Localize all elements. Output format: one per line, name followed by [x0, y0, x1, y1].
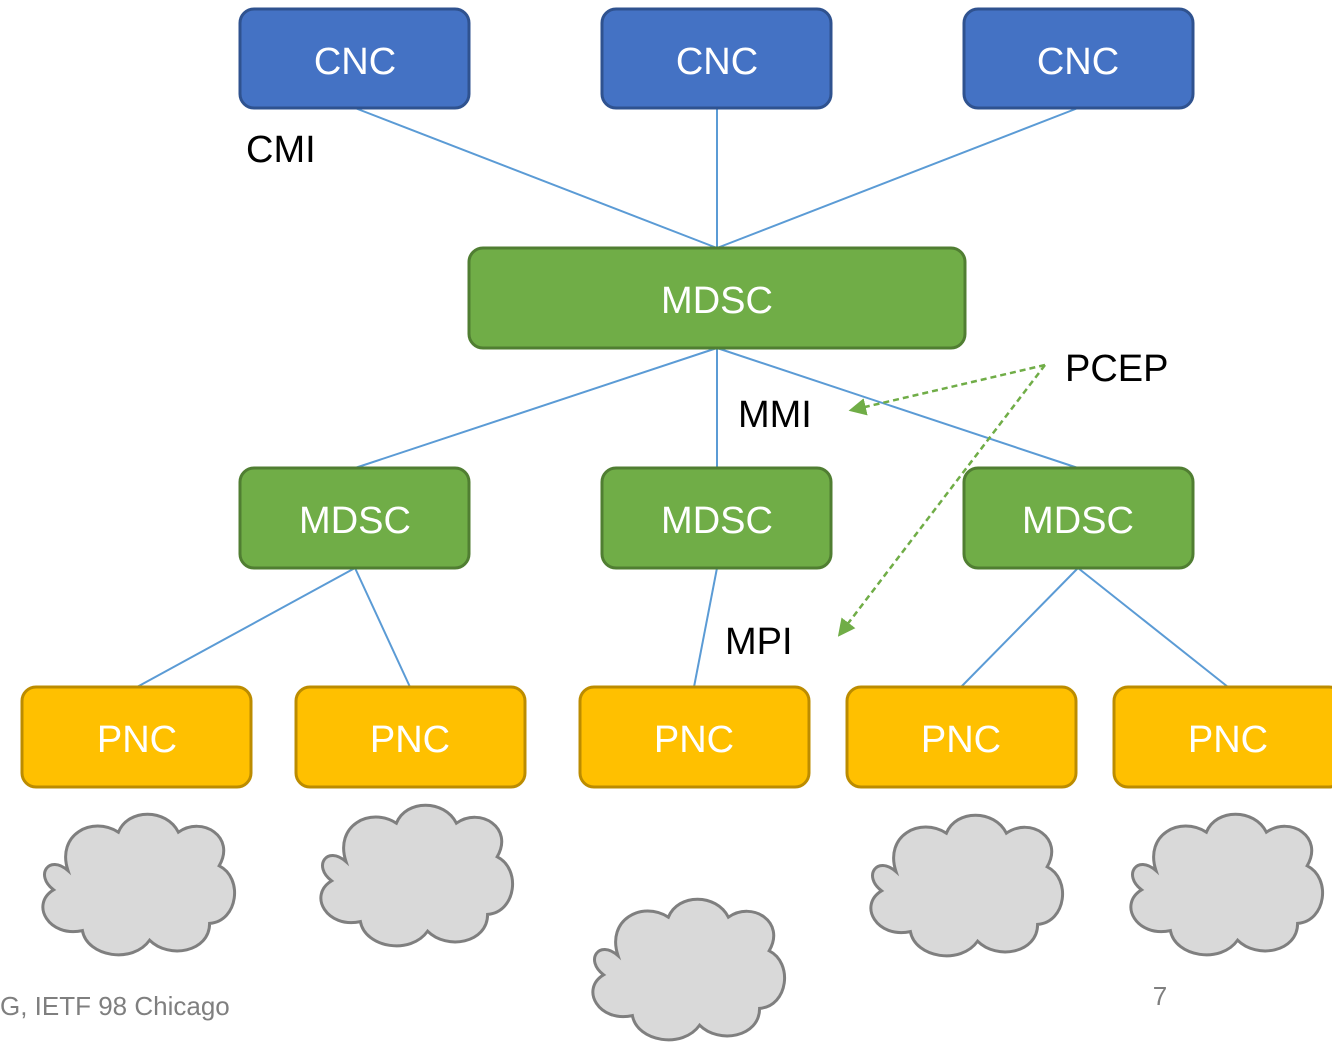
mdsc-child-node-3[interactable]: MDSC: [962, 466, 1195, 570]
link-child2-pnc3: [693, 567, 718, 688]
cnc-node-3[interactable]: CNC: [962, 7, 1195, 110]
network-cloud-icon: [591, 897, 787, 1042]
mdsc-child-label: MDSC: [299, 500, 411, 542]
mdsc-parent-label: MDSC: [661, 280, 773, 322]
link-child1-pnc2: [354, 567, 411, 688]
cnc-label: CNC: [676, 41, 758, 83]
network-cloud-icon: [41, 812, 237, 957]
mdsc-child-node-2[interactable]: MDSC: [600, 466, 833, 570]
link-cnc1-mdsc: [354, 107, 718, 249]
pnc-node-2[interactable]: PNC: [294, 685, 527, 789]
pnc-node-4[interactable]: PNC: [845, 685, 1078, 789]
mdsc-child-node-1[interactable]: MDSC: [238, 466, 471, 570]
pnc-node-3[interactable]: PNC: [578, 685, 811, 789]
pnc-row: PNC PNC PNC PNC PNC: [20, 685, 1332, 789]
mpi-label: MPI: [725, 621, 793, 663]
pcep-arrow-to-mpi: [837, 364, 1046, 637]
pcep-label: PCEP: [1065, 348, 1168, 390]
network-cloud-icon: [869, 813, 1065, 958]
cnc-label: CNC: [1037, 41, 1119, 83]
cnc-row: CNC CNC CNC: [238, 7, 1195, 110]
link-child3-pnc5: [1077, 567, 1229, 688]
pnc-label: PNC: [654, 719, 734, 761]
mdsc-parent-node[interactable]: MDSC: [467, 246, 967, 350]
link-mdsc-child3: [716, 347, 1079, 469]
pcep-arrow-to-mmi: [848, 363, 1046, 416]
cnc-node-1[interactable]: CNC: [238, 7, 471, 110]
link-cnc3-mdsc: [716, 107, 1079, 249]
mmi-label: MMI: [738, 394, 812, 436]
pnc-label: PNC: [370, 719, 450, 761]
link-mdsc-child1: [354, 347, 718, 469]
link-lines: [136, 107, 1229, 688]
footer-caption: G, IETF 98 Chicago: [0, 991, 230, 1021]
pcep-arrows: [837, 363, 1046, 637]
pnc-label: PNC: [97, 719, 177, 761]
mdsc-children-row: MDSC MDSC MDSC: [238, 466, 1195, 570]
link-child1-pnc1: [136, 567, 356, 688]
cnc-node-2[interactable]: CNC: [600, 7, 833, 110]
pnc-label: PNC: [1188, 719, 1268, 761]
link-child3-pnc4: [960, 567, 1079, 688]
pnc-node-1[interactable]: PNC: [20, 685, 253, 789]
network-cloud-icon: [319, 803, 515, 948]
network-cloud-icon: [1129, 812, 1325, 957]
pnc-node-5[interactable]: PNC: [1112, 685, 1332, 789]
pnc-label: PNC: [921, 719, 1001, 761]
mdsc-child-label: MDSC: [661, 500, 773, 542]
mdsc-child-label: MDSC: [1022, 500, 1134, 542]
slide-number: 7: [1153, 981, 1167, 1011]
cnc-label: CNC: [314, 41, 396, 83]
cmi-label: CMI: [246, 129, 316, 171]
network-clouds: [41, 803, 1325, 1042]
